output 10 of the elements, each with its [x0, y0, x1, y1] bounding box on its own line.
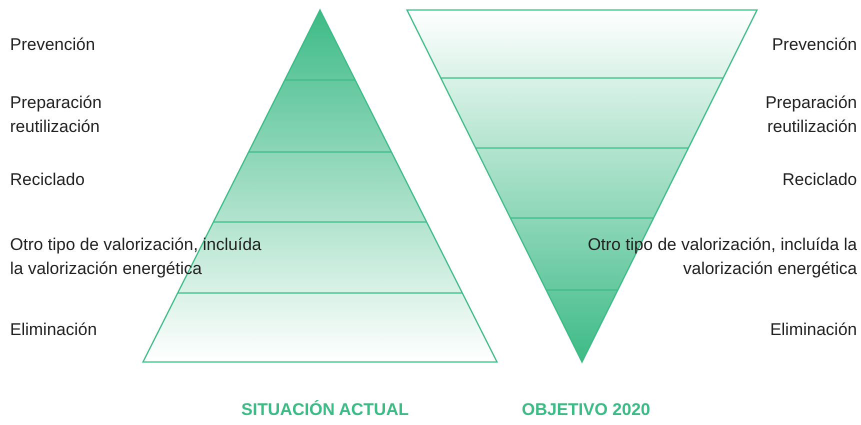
- waste-level-label: Prevención: [772, 34, 857, 56]
- waste-level-label: Reciclado: [782, 169, 857, 191]
- pyramid-caption: SITUACIÓN ACTUAL: [241, 400, 409, 420]
- waste-level-label: Eliminación: [10, 319, 97, 341]
- waste-level-label: Preparación reutilización: [764, 92, 857, 138]
- waste-level-label: Eliminación: [770, 319, 857, 341]
- waste-level-label: Reciclado: [10, 169, 85, 191]
- waste-level-label: Preparación reutilización: [10, 92, 103, 138]
- waste-level-label: Prevención: [10, 34, 96, 56]
- pyramid-caption: OBJETIVO 2020: [522, 400, 650, 420]
